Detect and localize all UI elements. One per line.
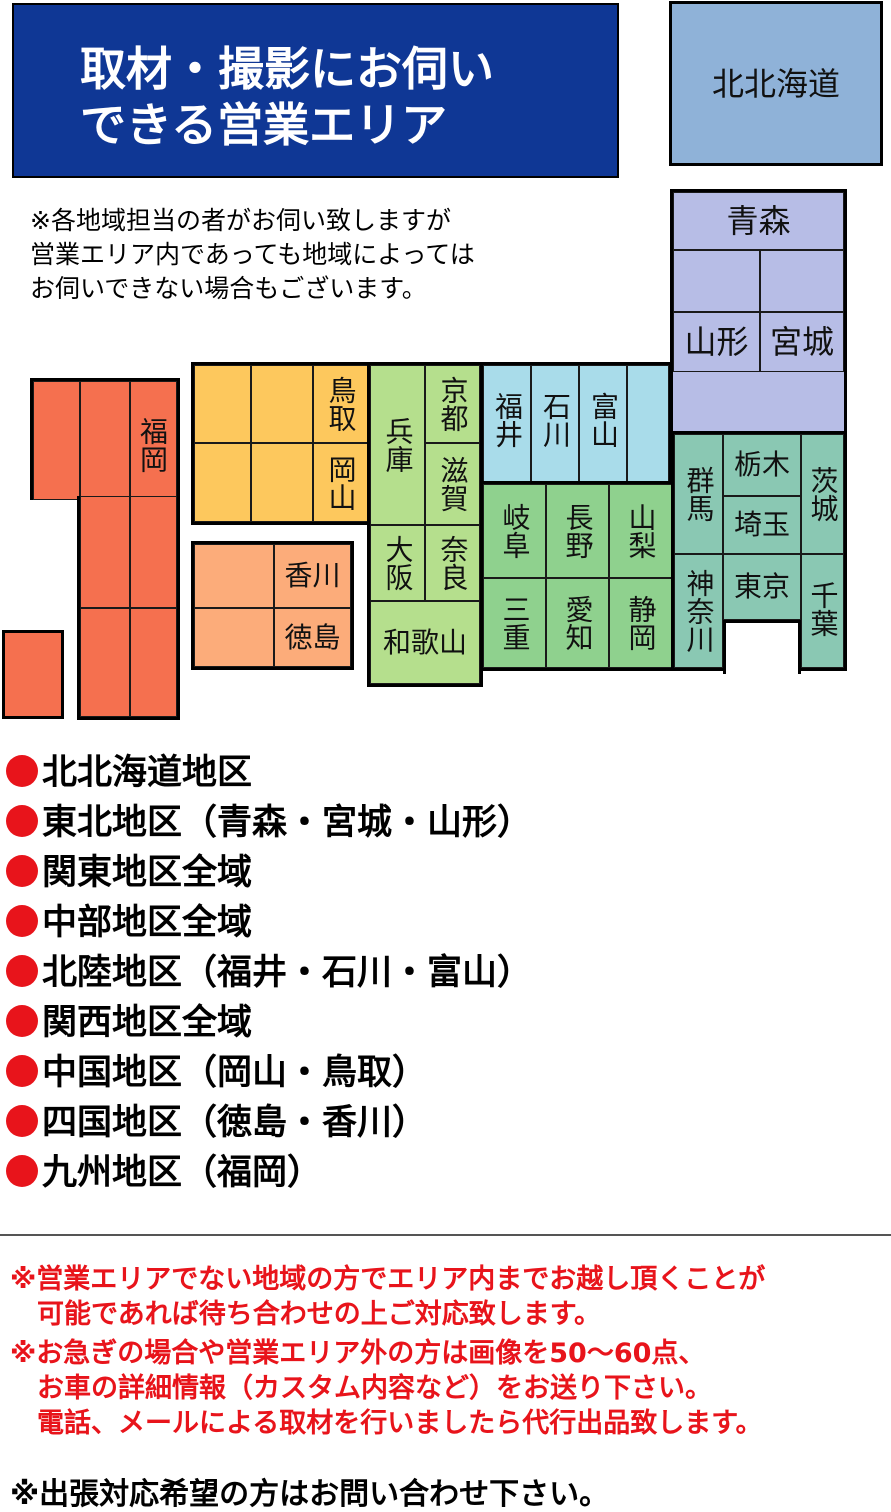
region-kyushu <box>30 378 180 500</box>
list-item: 東北地区（青森・宮城・山形） <box>6 801 532 845</box>
label-shiga: 滋賀 <box>436 456 470 512</box>
label-saitama: 埼玉 <box>733 508 790 541</box>
label-osaka: 大阪 <box>381 535 415 591</box>
region-chugoku: 鳥取 岡山 <box>191 362 371 525</box>
list-item: 北北海道地区 <box>6 751 252 795</box>
list-item: 四国地区（徳島・香川） <box>6 1101 427 1145</box>
title-line-2: できる営業エリア <box>80 98 448 152</box>
divider <box>0 1234 891 1236</box>
label-ibaraki: 茨城 <box>806 466 840 522</box>
footnote-line: 電話、メールによる取材を行いましたら代行出品致します。 <box>10 1408 763 1439</box>
bullet-icon <box>6 805 38 837</box>
footnotes: ※営業エリアでない地域の方でエリア内までお越し頂くことが 可能であれば待ち合わせ… <box>10 1262 765 1441</box>
label-mie: 三重 <box>498 595 532 651</box>
label-fukui: 福井 <box>491 392 524 448</box>
region-hokkaido: 北北海道 <box>669 1 883 166</box>
label-chiba: 千葉 <box>806 581 840 637</box>
region-hokuriku: 福井 石川 富山 <box>480 362 672 486</box>
label-nagano: 長野 <box>561 503 595 559</box>
bullet-icon <box>6 955 38 987</box>
label-tokyo: 東京 <box>733 570 790 603</box>
bullet-icon <box>6 905 38 937</box>
title-banner: 取材・撮影にお伺い できる営業エリア <box>12 3 619 178</box>
tokyo-bay-notch <box>723 620 801 674</box>
label-nara: 奈良 <box>436 535 470 591</box>
label-miyagi: 宮城 <box>769 323 834 361</box>
region-kyushu-island <box>2 630 64 719</box>
label-ishikawa: 石川 <box>539 392 572 448</box>
note-line-1: ※各地域担当の者がお伺い致しますが <box>30 206 451 235</box>
bullet-icon <box>6 1005 38 1037</box>
label-tottori: 鳥取 <box>324 376 358 432</box>
coverage-note: ※各地域担当の者がお伺い致しますが 営業エリア内であっても地域によっては お伺い… <box>30 204 650 306</box>
label-fukuoka: 福岡 <box>136 417 169 473</box>
bullet-icon <box>6 1055 38 1087</box>
final-note: ※出張対応希望の方はお問い合わせ下さい。 <box>10 1477 610 1512</box>
list-item: 中部地区全域 <box>6 901 252 945</box>
label-aomori: 青森 <box>726 202 791 240</box>
list-item: 九州地区（福岡） <box>6 1151 322 1195</box>
label-aichi: 愛知 <box>561 595 595 651</box>
bullet-icon <box>6 1105 38 1137</box>
footnote-line: ※お急ぎの場合や営業エリア外の方は画像を50～60点、 <box>10 1338 706 1369</box>
label-shizuoka: 静岡 <box>624 595 658 651</box>
region-kyushu-south <box>77 496 180 720</box>
note-line-3: お伺いできない場合もございます。 <box>30 274 427 303</box>
label-kyoto: 京都 <box>436 376 470 432</box>
region-shikoku: 香川 徳島 <box>191 541 354 670</box>
list-item: 北陸地区（福井・石川・富山） <box>6 951 532 995</box>
label-hyogo: 兵庫 <box>381 417 415 473</box>
label-yamanashi: 山梨 <box>624 503 658 559</box>
list-item: 関東地区全域 <box>6 851 252 895</box>
label-yamagata: 山形 <box>684 323 749 361</box>
label-tochigi: 栃木 <box>733 448 790 481</box>
list-item: 関西地区全域 <box>6 1001 252 1045</box>
bullet-icon <box>6 855 38 887</box>
region-chubu: 岐阜 長野 山梨 三重 愛知 静岡 <box>480 481 675 671</box>
label-tokushima: 徳島 <box>284 620 341 654</box>
label-wakayama: 和歌山 <box>382 625 467 659</box>
label-gunma: 群馬 <box>682 466 716 522</box>
footnote-line: 可能であれば待ち合わせの上ご対応致します。 <box>10 1299 602 1330</box>
region-tohoku: 青森 山形 宮城 <box>670 189 847 435</box>
label-kagawa: 香川 <box>284 559 341 592</box>
label-hokkaido: 北北海道 <box>711 64 840 103</box>
list-item: 中国地区（岡山・鳥取） <box>6 1051 427 1095</box>
region-kansai: 兵庫 京都 滋賀 大阪 奈良 和歌山 <box>367 362 483 687</box>
note-line-2: 営業エリア内であっても地域によっては <box>30 240 475 269</box>
label-gifu: 岐阜 <box>498 503 532 559</box>
label-okayama: 岡山 <box>324 454 358 511</box>
label-kanagawa: 神奈川 <box>682 569 716 653</box>
bullet-icon <box>6 755 38 787</box>
bullet-icon <box>6 1155 38 1187</box>
footnote-line: ※営業エリアでない地域の方でエリア内までお越し頂くことが <box>10 1264 766 1295</box>
label-toyama: 富山 <box>587 392 620 448</box>
footnote-line: お車の詳細情報（カスタム内容など）をお送り下さい。 <box>10 1373 712 1404</box>
title-line-1: 取材・撮影にお伺い <box>80 42 494 96</box>
